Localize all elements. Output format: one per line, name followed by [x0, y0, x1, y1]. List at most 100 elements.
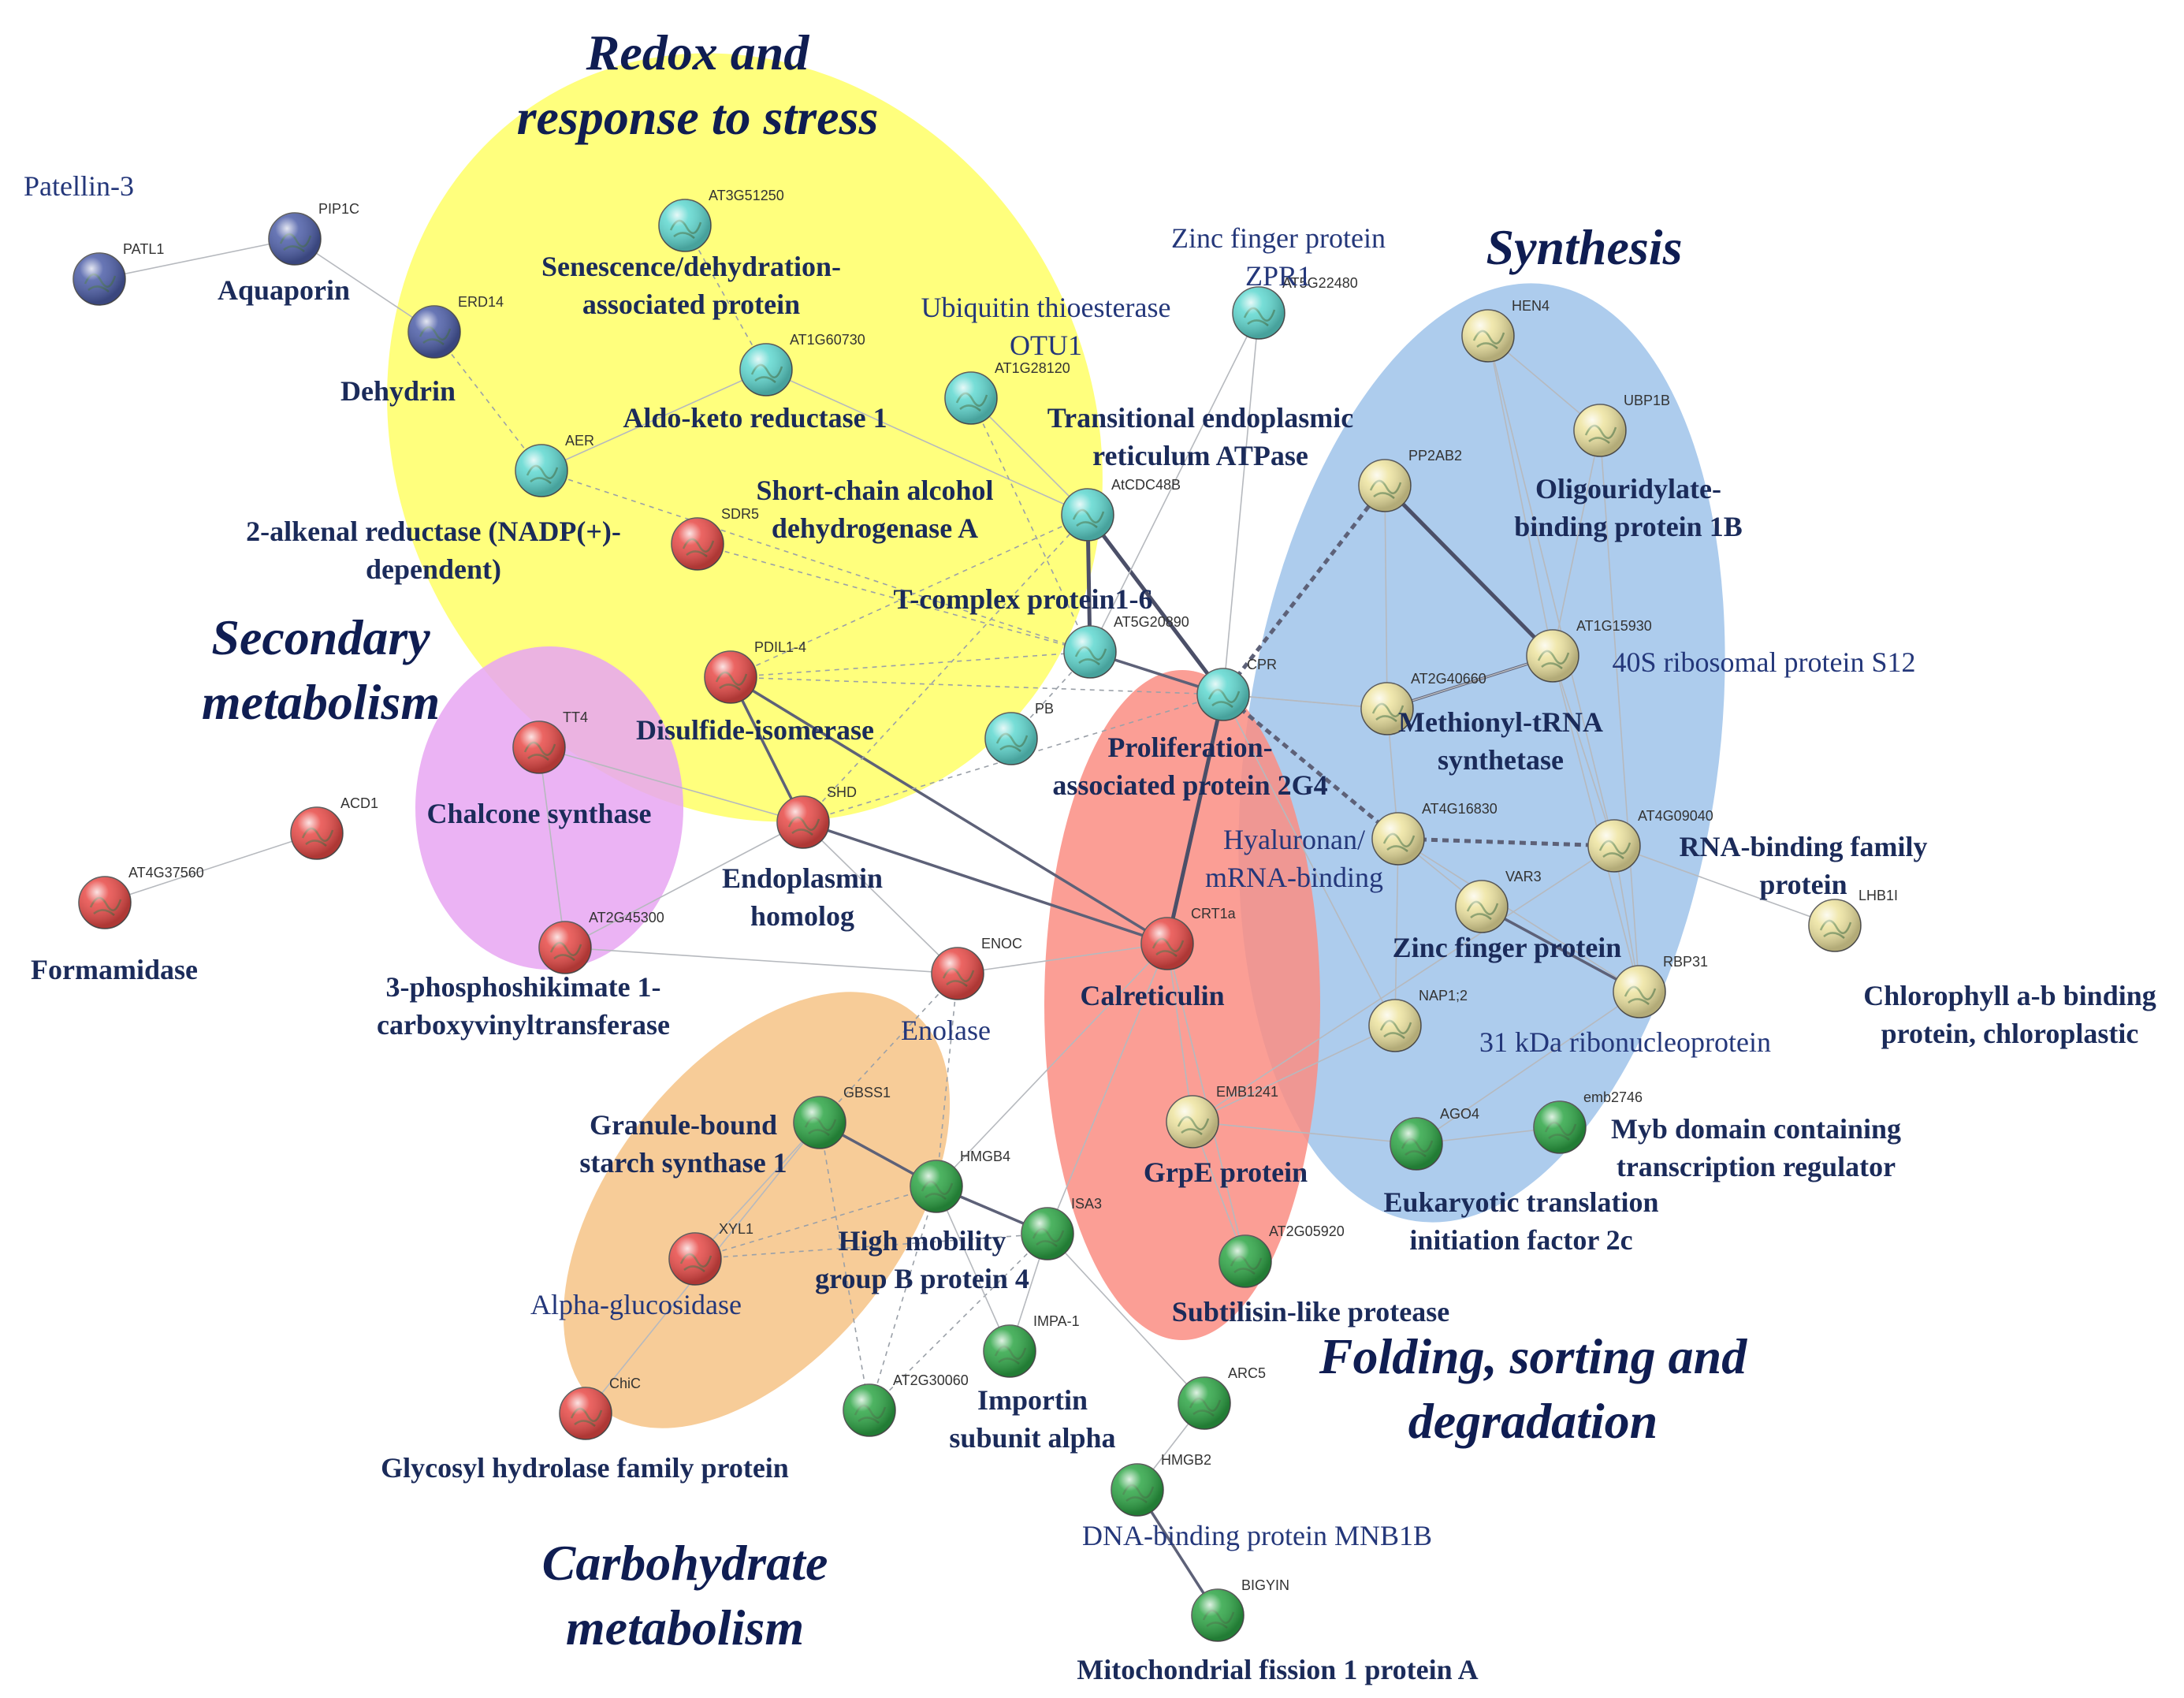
node-shd[interactable]: SHD — [776, 784, 857, 849]
node-sheen — [1527, 630, 1579, 682]
protein-label-crt1a: Calreticulin — [1080, 980, 1224, 1011]
edge-cpr-crt1a — [1165, 694, 1226, 944]
node-nap1-2[interactable]: NAP1;2 — [1368, 988, 1468, 1052]
node-atcdc48b[interactable]: AtCDC48B — [1061, 477, 1181, 542]
node-cpr[interactable]: CPR — [1196, 657, 1277, 721]
edge-at2g30060-isa3 — [869, 1233, 1048, 1411]
edge-hen4-at1g15930 — [1487, 335, 1553, 657]
node-sheen — [705, 651, 757, 703]
protein-label-enoc: Enolase — [901, 1015, 991, 1046]
node-emb1241[interactable]: EMB1241 — [1166, 1084, 1278, 1149]
node-lhb1i[interactable]: LHB1I — [1808, 888, 1898, 952]
node-at1g15930[interactable]: AT1G15930 — [1526, 618, 1652, 683]
edge-at2g45300-shd — [564, 821, 804, 948]
node-tt4[interactable]: TT4 — [512, 709, 588, 774]
node-sheen — [794, 1097, 846, 1149]
node-erd14[interactable]: ERD14 — [407, 294, 504, 359]
protein-label-at2g05920: Subtilisin-like protease — [1172, 1296, 1449, 1327]
node-ago4[interactable]: AGO4 — [1390, 1106, 1479, 1171]
node-pdil1-4[interactable]: PDIL1-4 — [704, 639, 806, 704]
node-xyl1[interactable]: XYL1 — [668, 1221, 753, 1286]
node-ubp1b[interactable]: UBP1B — [1573, 393, 1670, 457]
node-enoc[interactable]: ENOC — [931, 936, 1022, 1000]
node-at2g05920[interactable]: AT2G05920 — [1219, 1223, 1345, 1288]
node-isa3[interactable]: ISA3 — [1021, 1196, 1102, 1260]
edge-ubp1b-at1g15930 — [1552, 430, 1601, 657]
edge-aer-at5g20890 — [541, 470, 1091, 653]
protein-label-bigyin: Mitochondrial fission 1 protein A — [1077, 1654, 1478, 1685]
gene-id-hen4: HEN4 — [1512, 298, 1550, 314]
gene-id-nap1-2: NAP1;2 — [1419, 988, 1468, 1004]
gene-id-at2g30060: AT2G30060 — [893, 1372, 969, 1388]
node-at1g28120[interactable]: AT1G28120 — [944, 360, 1070, 425]
edge-atcdc48b-cpr — [1086, 513, 1225, 696]
gene-id-var3: VAR3 — [1505, 869, 1542, 884]
node-at4g37560[interactable]: AT4G37560 — [78, 865, 204, 929]
edge-at2g30060-hmgb4 — [869, 1186, 937, 1411]
protein-label-at4g16830: Hyaluronan/mRNA-binding — [1205, 824, 1383, 893]
node-gbss1[interactable]: GBSS1 — [793, 1085, 891, 1149]
gene-id-at1g60730: AT1G60730 — [790, 332, 865, 348]
node-pp2ab2[interactable]: PP2AB2 — [1358, 448, 1462, 512]
node-hen4[interactable]: HEN4 — [1461, 298, 1550, 363]
protein-label-erd14: Dehydrin — [340, 375, 456, 407]
node-arc5[interactable]: ARC5 — [1178, 1365, 1266, 1430]
edge-at1g15930-rbp31 — [1552, 655, 1640, 992]
node-pip1c[interactable]: PIP1C — [268, 201, 359, 266]
node-sheen — [1456, 881, 1508, 933]
node-sheen — [985, 713, 1037, 765]
node-at4g16830[interactable]: AT4G16830 — [1371, 801, 1498, 866]
node-patl1[interactable]: PATL1 — [73, 241, 164, 306]
edge-tt4-at2g45300 — [538, 747, 566, 948]
gene-id-at1g28120: AT1G28120 — [995, 360, 1070, 376]
gene-id-impa-1: IMPA-1 — [1033, 1313, 1080, 1329]
node-sheen — [1178, 1377, 1230, 1429]
node-at1g60730[interactable]: AT1G60730 — [739, 332, 865, 397]
protein-nodes: PATL1 PIP1C ERD14 AT3G51250AT1G60730AT1G281… — [73, 188, 1898, 1642]
node-sheen — [1390, 1118, 1442, 1170]
node-var3[interactable]: VAR3 — [1455, 869, 1542, 933]
node-sheen — [515, 445, 567, 497]
node-hmgb2[interactable]: HMGB2 — [1111, 1452, 1211, 1517]
gene-id-at2g40660: AT2G40660 — [1411, 671, 1486, 687]
protein-label-at2g45300: 3-phosphoshikimate 1-carboxyvinyltransfe… — [377, 971, 670, 1041]
node-sheen — [1369, 1000, 1421, 1052]
node-hmgb4[interactable]: HMGB4 — [910, 1149, 1010, 1213]
node-at5g20890[interactable]: AT5G20890 — [1063, 614, 1189, 679]
node-at4g09040[interactable]: AT4G09040 — [1587, 808, 1713, 873]
node-at2g40660[interactable]: AT2G40660 — [1360, 671, 1486, 735]
edge-impa-1-hmgb4 — [936, 1186, 1010, 1352]
gene-id-pdil1-4: PDIL1-4 — [754, 639, 806, 655]
node-sheen — [932, 948, 984, 1000]
node-crt1a[interactable]: CRT1a — [1140, 906, 1237, 970]
node-sheen — [560, 1387, 612, 1439]
edge-enoc-hmgb4 — [936, 973, 958, 1187]
node-at3g51250[interactable]: AT3G51250 — [658, 188, 784, 252]
node-aer[interactable]: AER — [515, 433, 594, 497]
edge-rbp31-at4g16830 — [1397, 838, 1640, 992]
edge-shd-enoc — [802, 821, 958, 974]
node-sdr5[interactable]: SDR5 — [671, 506, 759, 571]
gene-id-hmgb4: HMGB4 — [960, 1149, 1010, 1164]
node-pb[interactable]: PB — [984, 701, 1054, 765]
node-sheen — [1197, 668, 1249, 721]
protein-label-var3: Zinc finger protein — [1393, 932, 1622, 963]
protein-label-ubp1b: Oligouridylate-binding protein 1B — [1514, 473, 1742, 542]
gene-id-at2g45300: AT2G45300 — [589, 910, 664, 925]
node-rbp31[interactable]: RBP31 — [1613, 954, 1708, 1018]
node-at2g30060[interactable]: AT2G30060 — [843, 1372, 969, 1437]
node-at2g45300[interactable]: AT2G45300 — [538, 910, 664, 974]
edge-shd-atcdc48b — [802, 514, 1088, 823]
edge-xyl1-isa3 — [694, 1233, 1048, 1260]
node-acd1[interactable]: ACD1 — [290, 795, 378, 860]
node-at5g22480[interactable]: AT5G22480 — [1232, 275, 1358, 340]
node-bigyin[interactable]: BIGYIN — [1191, 1577, 1289, 1642]
node-emb2746[interactable]: emb2746 — [1533, 1089, 1643, 1154]
node-chic[interactable]: ChiC — [559, 1376, 641, 1440]
gene-id-rbp31: RBP31 — [1663, 954, 1708, 970]
node-impa-1[interactable]: IMPA-1 — [983, 1313, 1080, 1378]
